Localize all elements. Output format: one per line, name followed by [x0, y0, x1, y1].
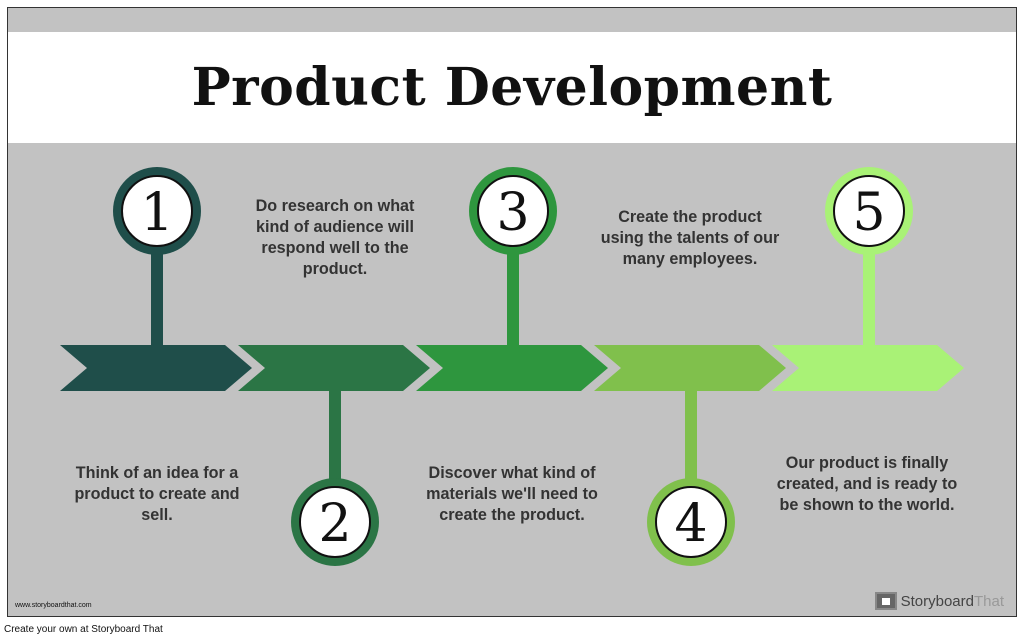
- footer-link[interactable]: Create your own at Storyboard That: [4, 624, 163, 635]
- step-2-number: 2: [318, 494, 351, 554]
- step-1-number: 1: [140, 183, 173, 243]
- step-3-number: 3: [496, 183, 529, 243]
- step-5-text: Our product is finally created, and is r…: [776, 453, 958, 514]
- step-3-chevron: [416, 345, 608, 391]
- step-5-number: 5: [852, 183, 885, 243]
- title-band: Product Development: [8, 32, 1016, 143]
- step-2-badge: [299, 486, 371, 558]
- step-4-number: 4: [674, 494, 707, 554]
- logo-text-that: That: [973, 592, 1004, 610]
- step-2-text: Do research on what kind of audience wil…: [255, 196, 415, 278]
- step-4-chevron: [594, 345, 786, 391]
- step-3-badge: [477, 175, 549, 247]
- step-1-badge: [121, 175, 193, 247]
- step-1-chevron: [60, 345, 252, 391]
- step-1-text: Think of an idea for a product to create…: [74, 463, 240, 524]
- page-title: Product Development: [191, 57, 833, 118]
- watermark-site: www.storyboardthat.com: [15, 602, 92, 609]
- step-5-badge: [833, 175, 905, 247]
- step-3-text: Discover what kind of materials we'll ne…: [426, 463, 598, 524]
- infographic-canvas: Product Development www.storyboardthat.c…: [7, 7, 1017, 617]
- step-4-badge: [655, 486, 727, 558]
- step-2-chevron: [238, 345, 430, 391]
- step-5-chevron: [772, 345, 964, 391]
- logo-text: Storyboard: [900, 592, 974, 610]
- logo-icon: [874, 592, 897, 610]
- step-4-text: Create the product using the talents of …: [600, 207, 780, 268]
- storyboardthat-logo: StoryboardThat: [874, 592, 1004, 610]
